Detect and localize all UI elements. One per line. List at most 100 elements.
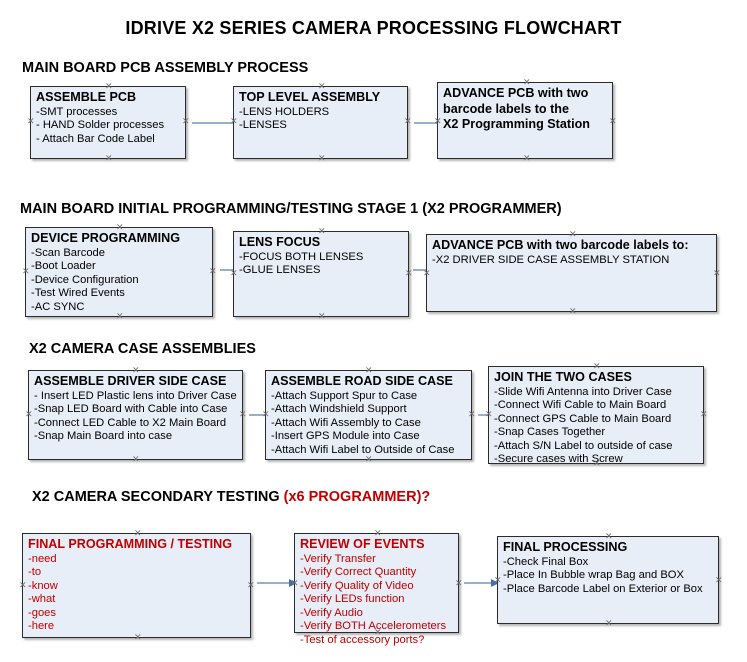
node-title: LENS FOCUS: [239, 235, 321, 249]
node-line: - Insert LED Plastic lens into Driver Ca…: [34, 389, 237, 402]
handle-icon: [455, 580, 462, 587]
node-advance-pcb-to-programming-station[interactable]: ADVANCE PCB with two barcode labels to t…: [437, 82, 613, 159]
node-line: -Secure cases with Screw: [494, 453, 623, 466]
node-line: -X2 DRIVER SIDE CASE ASSEMBLY STATION: [432, 253, 670, 266]
node-assemble-pcb[interactable]: ASSEMBLE PCB -SMT processes - HAND Solde…: [30, 86, 186, 159]
connector-review-of-events-to-final-processing: [464, 579, 499, 587]
page-title: IDRIVE X2 SERIES CAMERA PROCESSING FLOWC…: [125, 18, 622, 38]
node-line: -Verify Quality of Video: [300, 579, 414, 592]
node-advance-pcb-to-driver-side-case[interactable]: ADVANCE PCB with two barcode labels to: …: [426, 234, 717, 312]
node-line: -Snap LED Board with Cable into Case: [34, 403, 228, 416]
handle-icon: [132, 456, 139, 463]
node-line: -AC SYNC: [31, 300, 85, 313]
handle-icon: [25, 411, 32, 418]
handle-icon: [318, 228, 325, 235]
section-heading-text: X2 CAMERA SECONDARY TESTING: [32, 489, 284, 505]
node-line: -Check Final Box: [503, 555, 589, 568]
handle-icon: [132, 367, 139, 374]
node-line: -Place In Bubble wrap Bag and BOX: [503, 569, 684, 582]
node-title: ADVANCE PCB with two barcode labels to:: [432, 238, 689, 252]
node-top-level-assembly[interactable]: TOP LEVEL ASSEMBLY -LENS HOLDERS -LENSES: [233, 86, 408, 159]
node-line: -Boot Loader: [31, 260, 96, 273]
node-title: TOP LEVEL ASSEMBLY: [239, 90, 381, 104]
handle-icon: [423, 270, 430, 277]
node-line: -LENSES: [239, 119, 287, 132]
node-title: ASSEMBLE ROAD SIDE CASE: [271, 374, 453, 388]
connector-assemble-pcb-to-top-level-assembly: [192, 119, 241, 127]
handle-icon: [134, 530, 141, 537]
node-line: -Slide Wifi Antenna into Driver Case: [494, 385, 672, 398]
node-assemble-road-side-case[interactable]: ASSEMBLE ROAD SIDE CASE -Attach Support …: [265, 370, 472, 460]
handle-icon: [27, 118, 34, 125]
node-lens-focus[interactable]: LENS FOCUS -FOCUS BOTH LENSES -GLUE LENS…: [233, 231, 409, 317]
handle-icon: [468, 411, 475, 418]
node-line: -Verify Correct Quantity: [300, 566, 417, 579]
handle-icon: [593, 363, 600, 370]
handle-icon: [182, 118, 189, 125]
handle-icon: [713, 270, 720, 277]
handle-icon: [318, 313, 325, 320]
handle-icon: [318, 83, 325, 90]
handle-icon: [569, 308, 576, 315]
section-heading-accent: (x6 PROGRAMMER)?: [283, 489, 431, 505]
node-line: -know: [28, 579, 58, 592]
handle-icon: [365, 367, 372, 374]
handle-icon: [22, 268, 29, 275]
section-heading-main-board-initial-programming: MAIN BOARD INITIAL PROGRAMMING/TESTING S…: [20, 201, 562, 217]
node-line: -Attach Wifi Label to Outside of Case: [271, 443, 455, 456]
node-title: ASSEMBLE DRIVER SIDE CASE: [34, 374, 227, 388]
node-device-programming[interactable]: DEVICE PROGRAMMING -Scan Barcode -Boot L…: [25, 227, 213, 317]
handle-icon: [134, 634, 141, 641]
handle-icon: [116, 224, 123, 231]
connector-top-level-assembly-to-advance-pcb: [414, 119, 445, 127]
handle-icon: [523, 79, 530, 86]
node-line: -here: [28, 620, 55, 633]
node-line: -Connect LED Cable to X2 Main Board: [34, 416, 227, 429]
node-line: -LENS HOLDERS: [239, 105, 330, 118]
node-line: -Verify Transfer: [300, 552, 376, 565]
node-line-overflow: -Test of accessory ports?: [300, 634, 425, 647]
node-final-programming-testing[interactable]: FINAL PROGRAMMING / TESTING -need -to -k…: [22, 533, 251, 638]
section-heading-x2-camera-secondary-testing: X2 CAMERA SECONDARY TESTING (x6 PROGRAMM…: [32, 489, 430, 505]
node-line: -Place Barcode Label on Exterior or Box: [503, 582, 703, 595]
handle-icon: [105, 155, 112, 162]
node-join-the-two-cases[interactable]: JOIN THE TWO CASES -Slide Wifi Antenna i…: [488, 363, 707, 466]
node-line: - HAND Solder processes: [36, 119, 165, 132]
node-final-processing[interactable]: FINAL PROCESSING -Check Final Box -Place…: [497, 536, 719, 624]
node-line: -Scan Barcode: [31, 246, 106, 259]
handle-icon: [715, 577, 722, 584]
node-line: -FOCUS BOTH LENSES: [239, 250, 364, 263]
section-heading-main-board-pcb-assembly: MAIN BOARD PCB ASSEMBLY PROCESS: [22, 60, 308, 76]
node-title-line3: X2 Programming Station: [443, 117, 590, 131]
handle-icon: [605, 620, 612, 627]
handle-icon: [700, 411, 707, 418]
connector-driver-case-to-road-case: [249, 411, 273, 419]
node-line: -SMT processes: [36, 105, 118, 118]
node-line: -goes: [28, 606, 56, 619]
node-line: -Attach Windshield Support: [271, 403, 407, 416]
node-line: -GLUE LENSES: [239, 264, 321, 277]
node-line: -Attach Wifi Assembly to Case: [271, 416, 421, 429]
node-line: -Test Wired Events: [31, 287, 125, 300]
node-assemble-driver-side-case[interactable]: ASSEMBLE DRIVER SIDE CASE - Insert LED P…: [28, 370, 243, 460]
handle-icon: [569, 231, 576, 238]
node-title: FINAL PROCESSING: [503, 540, 628, 554]
section-heading-x2-camera-case-assemblies: X2 CAMERA CASE ASSEMBLIES: [29, 341, 256, 357]
node-line: -Attach S/N Label to outside of case: [494, 439, 673, 452]
node-line: -Attach Support Spur to Case: [271, 389, 418, 402]
node-line: -need: [28, 552, 57, 565]
handle-icon: [105, 83, 112, 90]
node-title-line2: barcode labels to the: [443, 101, 569, 116]
handle-icon: [209, 268, 216, 275]
node-line: -Insert GPS Module into Case: [271, 430, 420, 443]
handle-icon: [247, 582, 254, 589]
handle-icon: [523, 155, 530, 162]
node-line: -to: [28, 566, 42, 579]
section-heading-text: MAIN BOARD PCB ASSEMBLY PROCESS: [22, 60, 309, 76]
node-review-of-events[interactable]: REVIEW OF EVENTS -Verify Transfer -Verif…: [294, 533, 462, 646]
node-line: -Snap Cases Together: [494, 426, 606, 439]
node-title: FINAL PROGRAMMING / TESTING: [28, 537, 233, 551]
node-line: -Connect GPS Cable to Main Board: [494, 412, 672, 425]
node-line: -Verify BOTH Accelerometers: [300, 620, 447, 633]
